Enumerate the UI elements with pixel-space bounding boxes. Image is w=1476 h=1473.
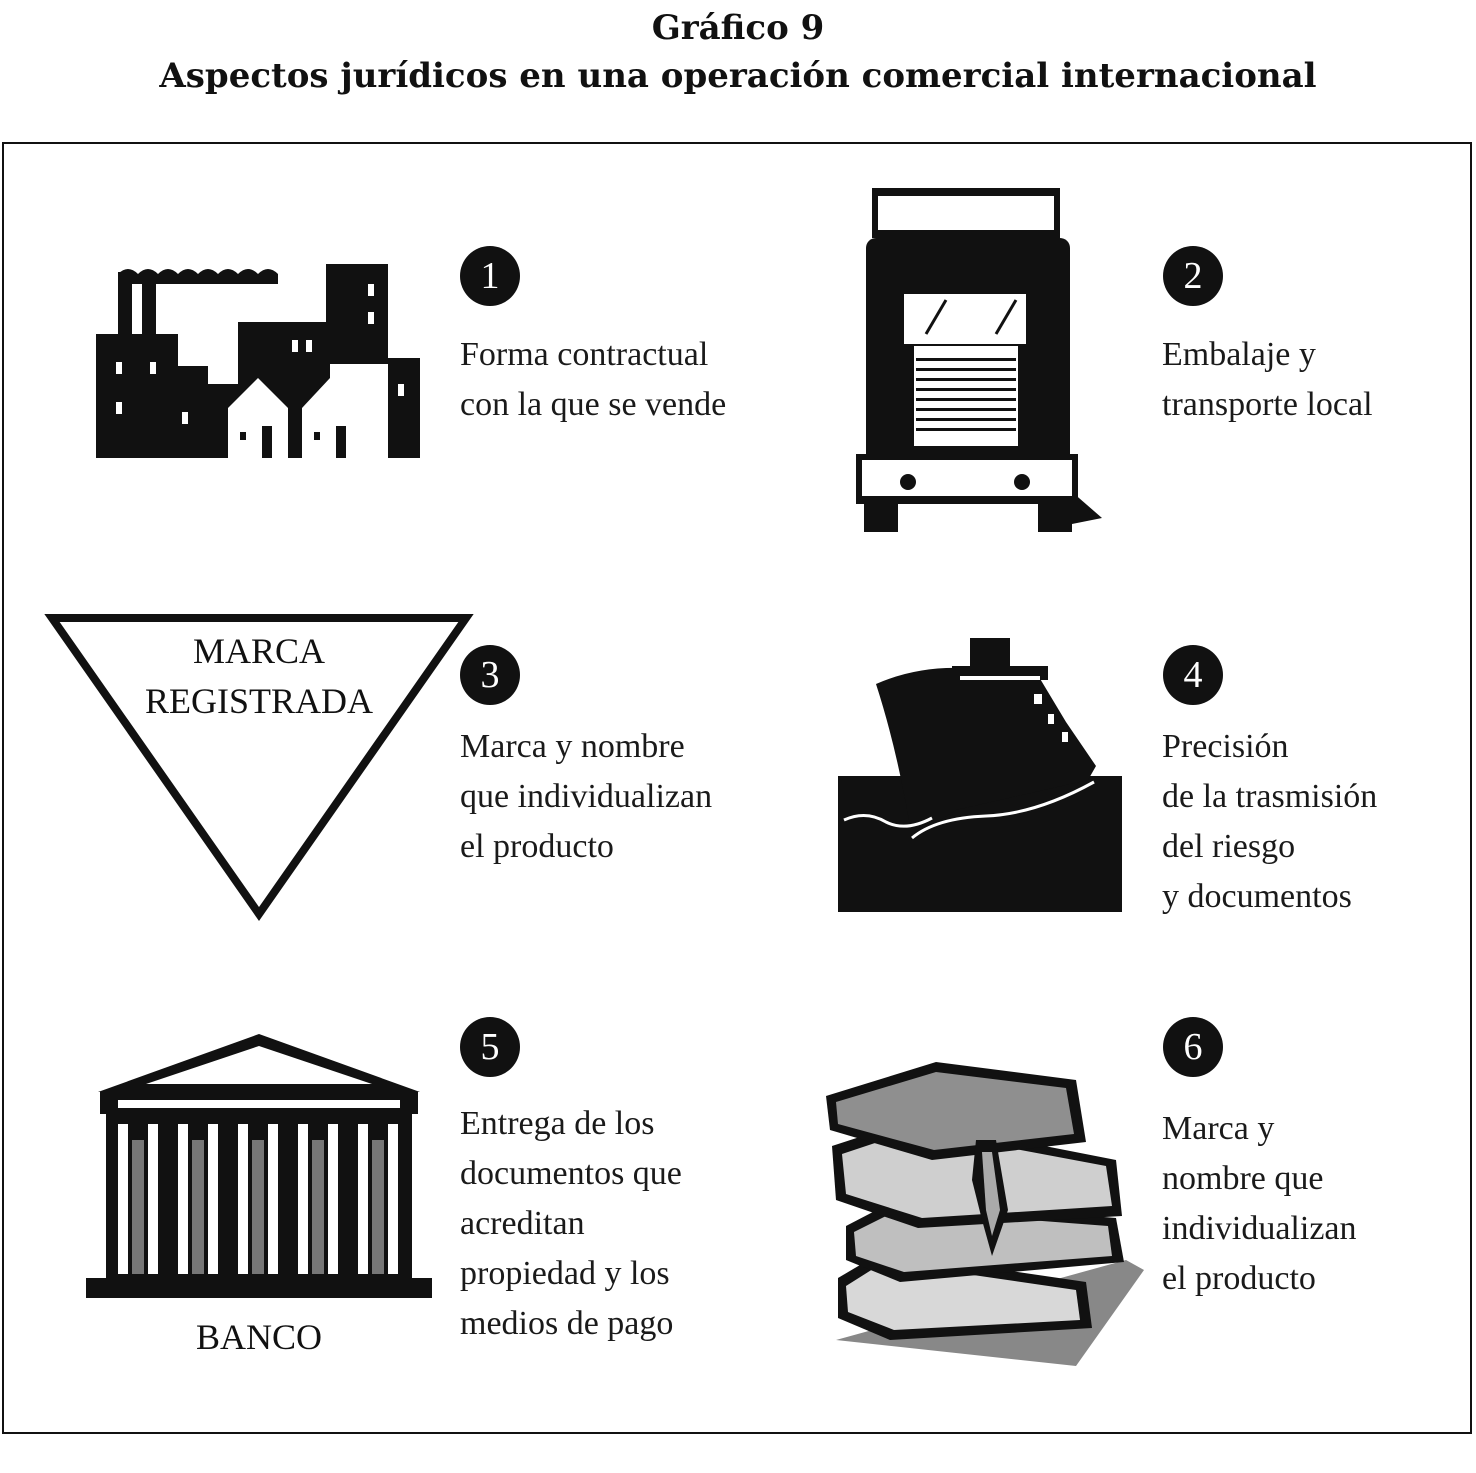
figure-title: Gráfico 9 — [651, 8, 825, 48]
figure-subtitle: Aspectos jurídicos en una operación come… — [159, 56, 1317, 96]
step-text-2: Embalaje y transporte local — [1162, 336, 1373, 423]
step-text-5: Entrega de los documentos que acreditan … — [460, 1105, 682, 1342]
bank-caption: BANCO — [195, 1317, 323, 1357]
step-text-1: Forma contractual con la que se vende — [460, 336, 727, 423]
step-badge-1: 1 — [460, 246, 520, 306]
step-badge-4: 4 — [1163, 645, 1223, 705]
step-badge-6: 6 — [1163, 1017, 1223, 1077]
step-badge-3: 3 — [460, 645, 520, 705]
books-icon — [826, 1062, 1144, 1366]
step-text-6: Marca y nombre que individualizan el pro… — [1162, 1110, 1357, 1297]
step-text-3: Marca y nombre que individualizan el pro… — [460, 728, 713, 865]
trademark-line-1: MARCA — [192, 631, 326, 671]
step-text-4: Precisión de la trasmisión del riesgo y … — [1162, 728, 1378, 915]
trademark-line-2: REGISTRADA — [144, 681, 373, 721]
bank-icon — [86, 1034, 432, 1298]
diagram-frame — [2, 142, 1472, 1434]
factory-icon — [96, 264, 420, 458]
step-badge-2: 2 — [1163, 246, 1223, 306]
ship-icon — [838, 638, 1122, 912]
truck-icon — [856, 188, 1102, 532]
trademark-triangle-icon — [44, 614, 474, 921]
step-badge-5: 5 — [460, 1017, 520, 1077]
